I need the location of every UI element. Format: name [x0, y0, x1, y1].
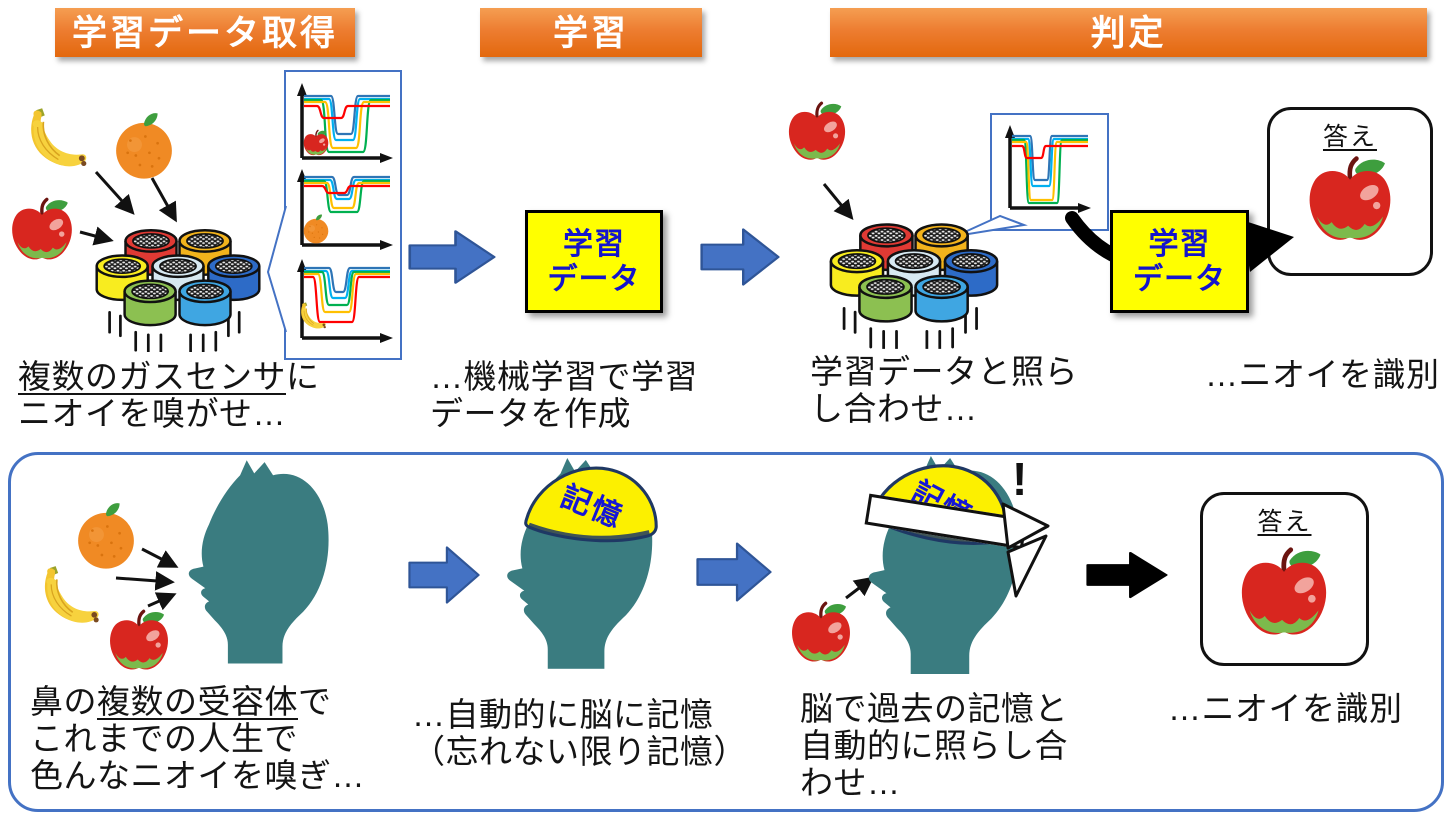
answer-box-top: 答え [1267, 107, 1433, 276]
answer-label: 答え [1257, 508, 1312, 536]
caption-text: に [286, 358, 320, 395]
banana-icon [22, 100, 100, 184]
caption-text: 自動的に照らし合 [800, 727, 1068, 764]
result-arrow-right [1086, 550, 1168, 600]
caption-text: データを作成 [430, 395, 631, 432]
caption-underline: 複数の受容体 [97, 683, 298, 720]
gas-sensor-array-icon [822, 220, 1006, 349]
apple-icon [302, 129, 330, 157]
learning-data-box-1: 学習 データ [525, 210, 663, 313]
caption-text: し合わせ… [810, 390, 978, 427]
learning-data-line2: データ [547, 262, 641, 296]
caption-compare: 学習データと照ら し合わせ… [810, 353, 1078, 427]
caption-text: ニオイを嗅がせ… [18, 395, 286, 432]
caption-text: 脳で過去の記憶と [800, 690, 1068, 727]
flow-arrow-right [700, 226, 780, 288]
caption-text: これまでの人生で [30, 720, 298, 757]
caption-identify-top: …ニオイを識別 [1205, 356, 1440, 393]
caption-text: （忘れない限り記憶） [412, 733, 747, 770]
human-head-silhouette-icon [178, 452, 338, 668]
caption-text: 色んなニオイを嗅ぎ… [30, 757, 365, 794]
caption-text: 学習データと照ら [810, 353, 1078, 390]
apple-icon [8, 196, 76, 264]
caption-text: …機械学習で学習 [430, 358, 698, 395]
caption-brain-compare: 脳で過去の記憶と 自動的に照らし合 わせ… [800, 690, 1068, 801]
orange-icon [301, 214, 331, 244]
header-training-data-acquisition: 学習データ取得 [55, 8, 355, 57]
exclamation-mark: ! [1012, 453, 1028, 505]
header-learning: 学習 [480, 8, 702, 57]
headband-bow-icon [1001, 502, 1050, 598]
flow-arrow-right [408, 228, 496, 286]
answer-box-bottom: 答え [1200, 492, 1369, 666]
answer-label: 答え [1322, 123, 1377, 151]
caption-text: で [298, 683, 332, 720]
caption-text: …自動的に脳に記憶 [412, 696, 714, 733]
caption-auto-memory: …自動的に脳に記憶 （忘れない限り記憶） [412, 696, 747, 770]
apple-icon [788, 600, 854, 666]
caption-text: わせ… [800, 764, 901, 801]
banana-icon [297, 301, 332, 334]
caption-identify-bottom: …ニオイを識別 [1168, 690, 1403, 727]
gas-sensor-array-icon [88, 226, 268, 352]
flow-arrow-right [408, 544, 480, 606]
orange-icon [110, 112, 178, 180]
apple-icon [785, 100, 849, 164]
caption-underline: 複数のガスセンサ [18, 358, 286, 395]
apple-icon [106, 608, 172, 674]
learning-data-line1: 学習 [1148, 227, 1211, 261]
caption-nose-receptors: 鼻の複数の受容体で これまでの人生で 色んなニオイを嗅ぎ… [30, 683, 365, 794]
human-analogy-panel [8, 452, 1444, 812]
learning-data-line1: 学習 [563, 227, 625, 261]
memory-cap: 記憶 [522, 455, 665, 559]
header-judgment: 判定 [830, 8, 1427, 57]
flow-arrow-right [696, 540, 772, 604]
learning-data-box-2: 学習 データ [1110, 210, 1249, 313]
banana-icon [36, 554, 112, 644]
learning-data-line2: データ [1133, 262, 1226, 296]
caption-sensor-sniff: 複数のガスセンサに ニオイを嗅がせ… [18, 358, 320, 432]
caption-ml-create: …機械学習で学習 データを作成 [430, 358, 698, 432]
caption-text: 鼻の [30, 683, 97, 720]
